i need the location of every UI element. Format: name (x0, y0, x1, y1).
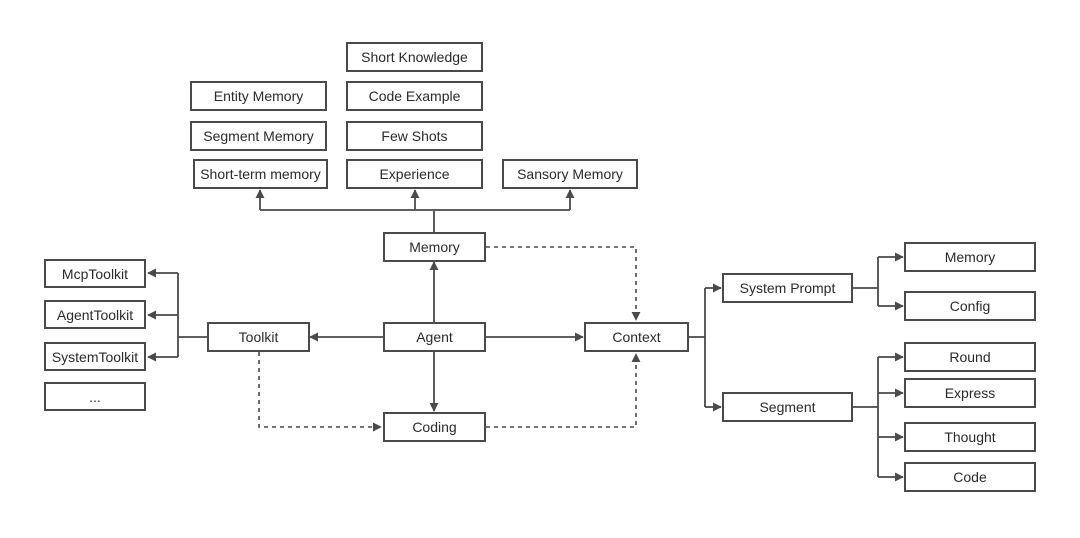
node-segment: Segment (722, 392, 853, 422)
node-code-example: Code Example (346, 81, 483, 111)
node-toolkit-label: Toolkit (238, 329, 279, 345)
node-system-toolkit: SystemToolkit (44, 342, 146, 371)
node-code: Code (904, 462, 1036, 492)
node-sansory-memory: Sansory Memory (502, 159, 638, 189)
node-few-shots: Few Shots (346, 121, 483, 151)
node-thought-label: Thought (944, 429, 996, 445)
edge-coding-to-context-dashed (486, 353, 641, 428)
node-coding: Coding (383, 412, 486, 442)
node-agent-toolkit-label: AgentToolkit (56, 306, 134, 323)
node-more-toolkits: ... (44, 382, 146, 411)
node-segment-memory-label: Segment Memory (203, 128, 314, 144)
node-sansory-memory-label: Sansory Memory (517, 166, 623, 182)
node-agent-toolkit: AgentToolkit (44, 300, 146, 329)
node-mcp-toolkit-label: McpToolkit (61, 265, 129, 282)
node-short-knowledge: Short Knowledge (346, 42, 483, 72)
node-system-prompt-label: System Prompt (739, 280, 836, 296)
node-memory: Memory (383, 232, 486, 262)
node-thought: Thought (904, 422, 1036, 452)
node-toolkit: Toolkit (207, 322, 310, 352)
node-short-knowledge-label: Short Knowledge (361, 49, 468, 65)
node-system-prompt: System Prompt (722, 273, 853, 303)
node-experience-label: Experience (379, 166, 450, 182)
node-round-label: Round (949, 349, 991, 365)
node-experience: Experience (346, 159, 483, 189)
node-prompt-memory-label: Memory (944, 249, 996, 265)
node-short-term-memory: Short-term memory (193, 159, 328, 189)
node-entity-memory: Entity Memory (190, 81, 327, 111)
node-context: Context (584, 322, 689, 352)
node-agent: Agent (383, 322, 486, 352)
node-more-toolkits-label: ... (89, 388, 101, 405)
node-code-label: Code (953, 469, 987, 485)
node-segment-memory: Segment Memory (190, 121, 327, 151)
node-memory-label: Memory (409, 239, 460, 255)
edge-memory-to-context-dashed (486, 246, 641, 321)
node-code-example-label: Code Example (368, 88, 461, 104)
node-context-label: Context (612, 329, 661, 345)
node-express-label: Express (944, 385, 996, 401)
node-round: Round (904, 342, 1036, 372)
node-agent-label: Agent (416, 329, 453, 345)
node-system-toolkit-label: SystemToolkit (51, 348, 139, 365)
node-express: Express (904, 378, 1036, 408)
node-prompt-memory: Memory (904, 242, 1036, 272)
node-few-shots-label: Few Shots (381, 128, 448, 144)
node-config: Config (904, 291, 1036, 321)
node-coding-label: Coding (412, 419, 457, 435)
node-mcp-toolkit: McpToolkit (44, 259, 146, 288)
node-config-label: Config (949, 298, 991, 314)
node-entity-memory-label: Entity Memory (213, 88, 304, 104)
node-segment-label: Segment (759, 399, 816, 415)
node-short-term-memory-label: Short-term memory (200, 166, 321, 182)
edge-toolkit-to-coding-dashed (258, 352, 382, 432)
